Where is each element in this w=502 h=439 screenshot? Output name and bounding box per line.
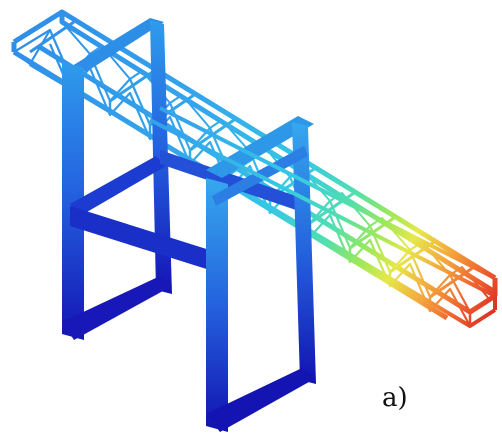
boom-far-diagonals: [61, 21, 491, 301]
boom-overlay: [149, 106, 496, 298]
lower-cross-tie: [70, 206, 216, 272]
rear-left-leg: [62, 62, 84, 340]
rear-frame-top-beam: [72, 18, 164, 72]
rear-portal-frame: [62, 18, 172, 340]
front-portal-frame: [206, 116, 316, 432]
rear-bottom-beam: [62, 276, 172, 340]
cross-ties: [70, 150, 296, 272]
panel-label: a): [382, 383, 408, 413]
boom-bottom-chord: [28, 62, 497, 328]
rear-mid-beam: [70, 156, 166, 216]
upper-cross-tie: [160, 150, 296, 210]
front-right-leg: [292, 122, 316, 384]
front-left-leg: [206, 178, 228, 432]
front-bottom-beam: [206, 368, 316, 432]
